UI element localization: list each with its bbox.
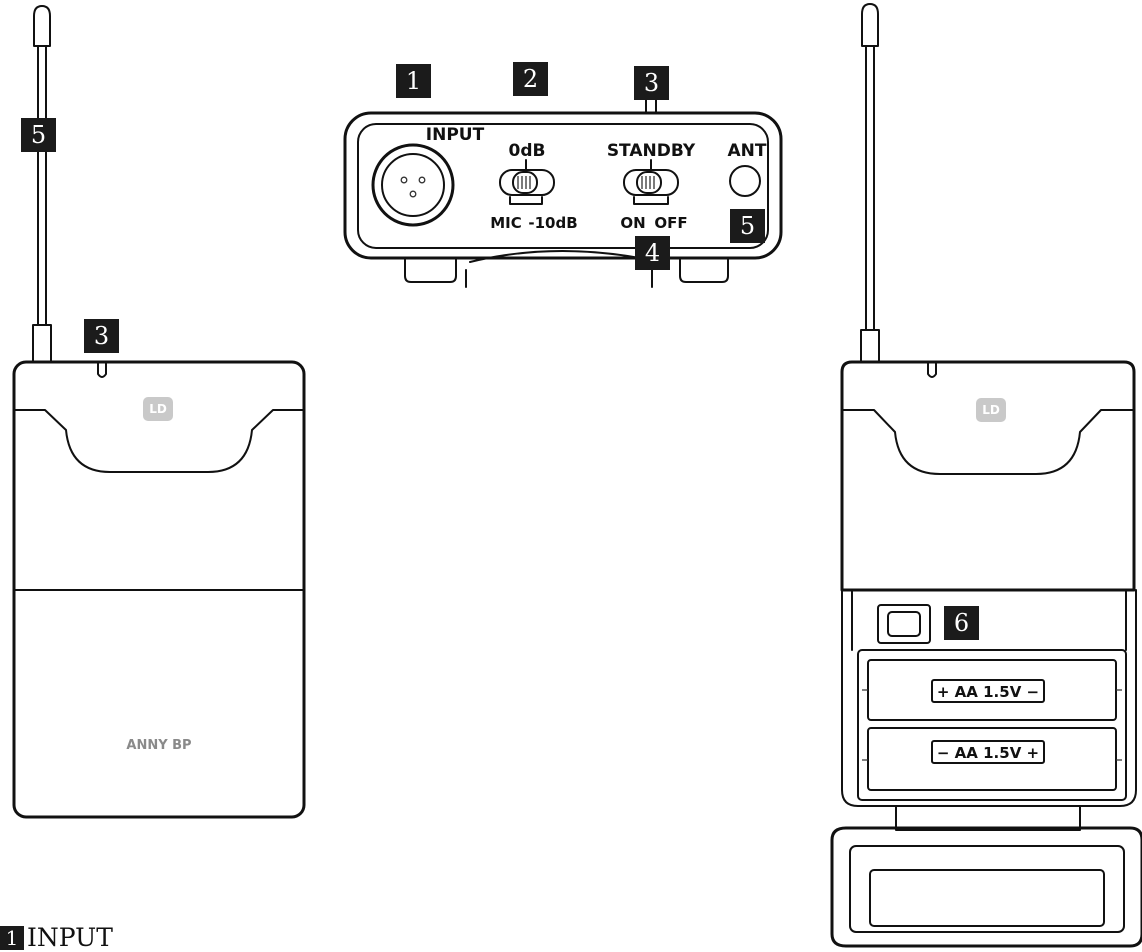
badge-3-left: 3 (84, 319, 119, 353)
top-panel: INPUT 0dB MIC -10dB STANDBY ON OFF ANT (343, 99, 783, 288)
on-label: ON (620, 214, 645, 232)
off-label: OFF (654, 214, 687, 232)
svg-text:3: 3 (94, 322, 109, 350)
battery-bottom-label: − AA 1.5V + (937, 744, 1039, 762)
badge-2: 2 (513, 62, 548, 96)
svg-text:4: 4 (645, 239, 660, 267)
svg-text:1: 1 (406, 67, 421, 95)
svg-text:5: 5 (31, 121, 46, 149)
standby-label: STANDBY (607, 141, 696, 161)
badge-4: 4 (635, 236, 670, 270)
svg-text:3: 3 (644, 69, 659, 97)
legend-text: INPUT (27, 923, 113, 952)
logo-mark (143, 397, 173, 421)
badge-5-left: 5 (21, 118, 56, 152)
svg-text:6: 6 (954, 609, 969, 637)
badge-3-top: 3 (634, 66, 669, 100)
model-label: ANNY BP (126, 738, 191, 753)
badge-5-panel: 5 (730, 209, 765, 243)
logo-text: LD (149, 402, 167, 416)
front-view: LD ANNY BP (12, 5, 306, 819)
badge-1: 1 (396, 64, 431, 98)
battery-top-label: + AA 1.5V − (937, 683, 1039, 701)
back-logo-mark (976, 398, 1006, 422)
zero-db-label: 0dB (509, 141, 546, 161)
ant-label: ANT (728, 141, 767, 161)
svg-text:5: 5 (740, 212, 755, 240)
badge-6: 6 (944, 606, 979, 640)
svg-text:2: 2 (523, 65, 538, 93)
minus-10db-label: -10dB (528, 214, 577, 232)
back-logo-text: LD (982, 403, 1000, 417)
input-label: INPUT (426, 125, 485, 145)
back-view: LD + AA 1.5V − − AA 1.5V + (830, 3, 1142, 948)
legend-item: 1 INPUT (0, 923, 113, 952)
mic-label: MIC (490, 214, 522, 232)
legend-number: 1 (0, 926, 24, 950)
